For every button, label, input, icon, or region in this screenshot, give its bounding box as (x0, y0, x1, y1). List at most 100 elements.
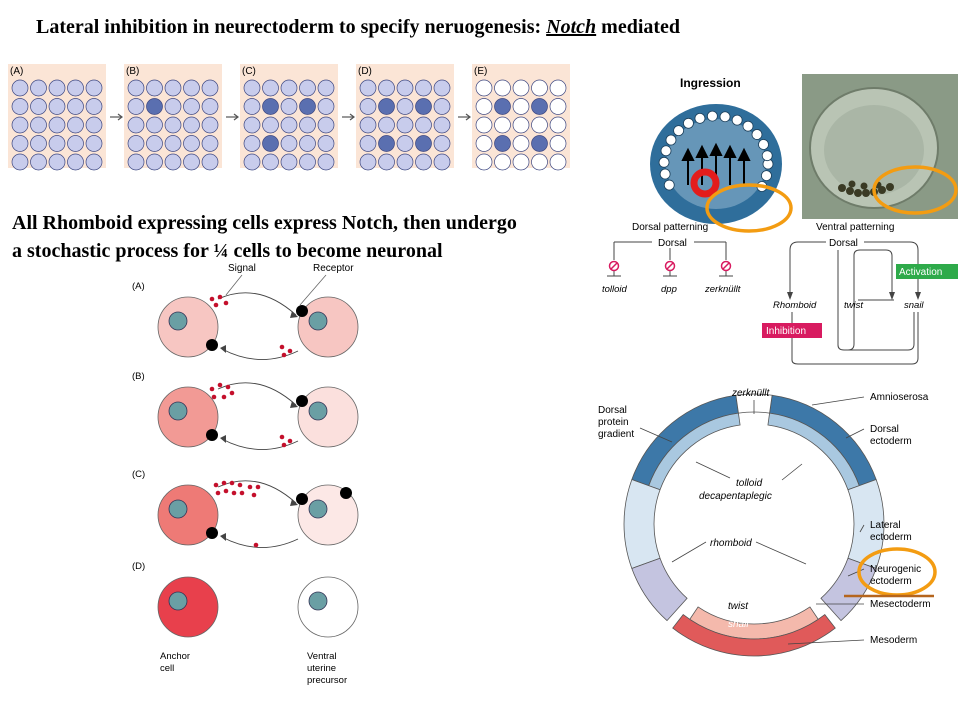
embryo-cell (742, 120, 754, 132)
grid-cell (30, 153, 47, 171)
vpu-label-1: Ventral (307, 651, 337, 662)
signal-dot (213, 482, 219, 488)
signal-arrow-left (221, 438, 299, 450)
signal-arrow-right (217, 292, 297, 316)
right-nucleus (308, 311, 328, 331)
grid-cell (146, 79, 163, 97)
grid-cell (48, 135, 66, 152)
grid-panel-c: (C) (240, 64, 338, 171)
grid-cell (201, 153, 219, 171)
grid-cell (164, 116, 182, 134)
grid-cell (85, 153, 103, 171)
receptor-symbol (296, 493, 308, 505)
grid-cell (11, 116, 29, 134)
ventral-patterning-title: Ventral patterning (816, 222, 894, 233)
grid-cell (415, 153, 432, 171)
target-zerknullt: zerknüllt (704, 284, 741, 295)
activation-label: Activation (899, 267, 942, 278)
grid-cell (531, 153, 548, 171)
grid-cell (433, 98, 451, 115)
grid-arrows (110, 113, 471, 121)
grid-cell (183, 153, 200, 171)
grid-cell (317, 116, 335, 134)
grid-panel-label: (C) (242, 66, 256, 77)
grid-cell (359, 135, 377, 152)
grid-cell (415, 79, 432, 97)
grid-cell (359, 98, 377, 115)
signal-dot (223, 488, 229, 494)
grid-panel-label: (D) (358, 66, 372, 77)
rhomboid-label: rhomboid (710, 538, 752, 549)
signal-row-a: (A) (132, 281, 359, 360)
grid-cell (549, 116, 567, 134)
receptor-symbol (206, 527, 218, 539)
lateral-inhibition-grids: (A)(B)(C)(D)(E) (8, 64, 570, 171)
signal-dot (239, 490, 245, 496)
grid-cell (127, 98, 145, 115)
dorsal-patterning-title: Dorsal patterning (632, 222, 708, 233)
grid-cell (243, 135, 261, 152)
decapentaplegic-label: decapentaplegic (699, 491, 772, 502)
receptor-symbol (296, 395, 308, 407)
grid-cell (396, 79, 414, 97)
grid-cell (48, 153, 66, 171)
signal-row-label: (C) (132, 469, 145, 480)
signal-row-label: (A) (132, 281, 145, 292)
dorsal-right-label: Dorsal (829, 238, 858, 249)
signal-dot (281, 352, 287, 358)
right-nucleus (308, 591, 328, 611)
grid-cell (549, 153, 567, 171)
grid-cell (146, 116, 163, 134)
left-nucleus (168, 401, 188, 421)
grid-cell (396, 135, 414, 152)
orange-highlight-micrograph (872, 165, 958, 215)
grid-cell (280, 153, 298, 171)
embryo-cell (706, 110, 718, 122)
grid-cell (85, 98, 103, 115)
grid-cell (201, 116, 219, 134)
grid-cell (512, 79, 530, 97)
grid-cell (243, 153, 261, 171)
left-nucleus (168, 499, 188, 519)
receptor-symbol (206, 339, 218, 351)
svg-text:ectoderm: ectoderm (870, 436, 912, 447)
grid-cell (359, 116, 377, 134)
vpu-label-3: precursor (307, 675, 347, 686)
signal-dot (255, 484, 261, 490)
dorsal-gradient-label-2: protein (598, 417, 629, 428)
target-snail: snail (904, 300, 924, 311)
grid-cell (359, 153, 377, 171)
embryo-cell (719, 111, 731, 123)
grid-cell (549, 98, 567, 115)
description-line-2: a stochastic process for ¼ cells to beco… (12, 240, 443, 262)
grid-cell (164, 135, 182, 152)
signal-dot (225, 384, 231, 390)
grid-panel-e: (E) (472, 64, 570, 171)
grid-cell (262, 153, 279, 171)
activation-badge (896, 264, 958, 279)
signal-dot (253, 542, 259, 548)
right-cell (297, 386, 359, 448)
grid-panel-label: (E) (474, 66, 487, 77)
grid-cell (164, 98, 182, 115)
embryo-cell (751, 129, 763, 140)
signal-label: Signal (228, 263, 256, 274)
right-nucleus (308, 499, 328, 519)
grid-cell (433, 116, 451, 134)
signal-arrow-right (217, 480, 297, 504)
grid-cell (512, 153, 530, 171)
neurogenic-ectoderm-right (820, 557, 877, 622)
grid-cell (280, 79, 298, 97)
signal-dot (211, 394, 217, 400)
grid-cell (280, 98, 298, 115)
svg-text:ectoderm: ectoderm (870, 532, 912, 543)
signal-dot (221, 394, 227, 400)
signal-row-label: (B) (132, 371, 145, 382)
grid-cell (475, 79, 493, 97)
signal-dot (217, 382, 223, 388)
grid-cell (48, 98, 66, 115)
grid-cell (378, 153, 395, 171)
grid-cell (67, 135, 84, 152)
zerknullt-label: zerknüllt (731, 388, 770, 399)
